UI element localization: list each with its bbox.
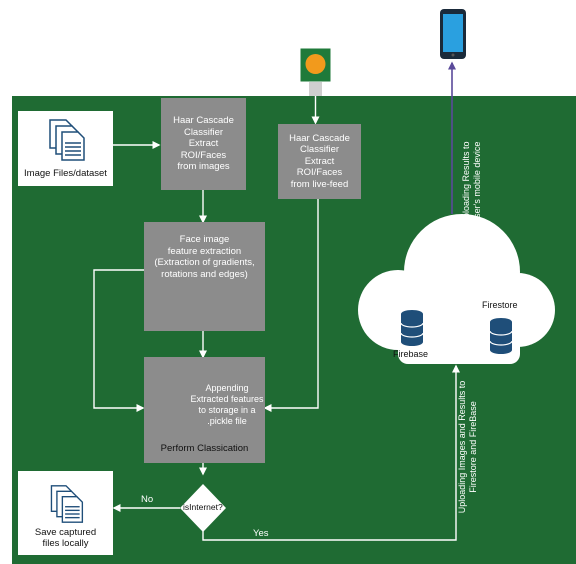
face-feature-node: Face image feature extraction (Extractio… [144,222,265,331]
database-icon [400,310,424,346]
haar-live-label: Haar Cascade Classifier Extract ROI/Face… [289,132,350,190]
connectors [93,61,460,541]
save-locally-label: Save captured files locally [34,526,97,550]
database-icon [489,318,513,354]
upload-device-label: Uploading Results to User's mobile devic… [461,141,483,225]
image-files-label: Image Files/dataset [24,168,107,180]
edge-label-no: No [141,494,154,505]
edge-label-yes: Yes [253,528,269,539]
webcam-icon [299,47,332,96]
image-files-node: Image Files/dataset [18,111,113,186]
firestore-label: Firestore [482,300,518,310]
smartphone-icon [440,9,466,59]
appending-label: Appending Extracted features to storage … [190,383,264,426]
face-feature-label: Face image feature extraction (Extractio… [154,234,255,280]
arrow-live-to-append [263,199,319,412]
save-locally-node: Save captured files locally [18,471,113,555]
decision-label: isInternet? [183,502,223,512]
upload-firebase-label: Uploading Images and Results to Firestor… [457,380,479,514]
perform-classification-label: Perform Classication [160,443,249,454]
arrow-decision-yes [202,364,460,541]
cloud-icon [358,214,555,364]
haar-images-node: Haar Cascade Classifier Extract ROI/Face… [161,98,246,190]
document-stack-icon [48,119,85,162]
document-stack-icon [50,484,83,523]
haar-images-label: Haar Cascade Classifier Extract ROI/Face… [173,115,234,173]
decision-diamond [180,484,226,532]
firebase-label: Firebase [393,349,429,359]
haar-live-node: Haar Cascade Classifier Extract ROI/Face… [278,124,361,199]
classification-node: Appending Extracted features to storage … [144,357,265,463]
arrow-feedback-loop [93,269,145,412]
